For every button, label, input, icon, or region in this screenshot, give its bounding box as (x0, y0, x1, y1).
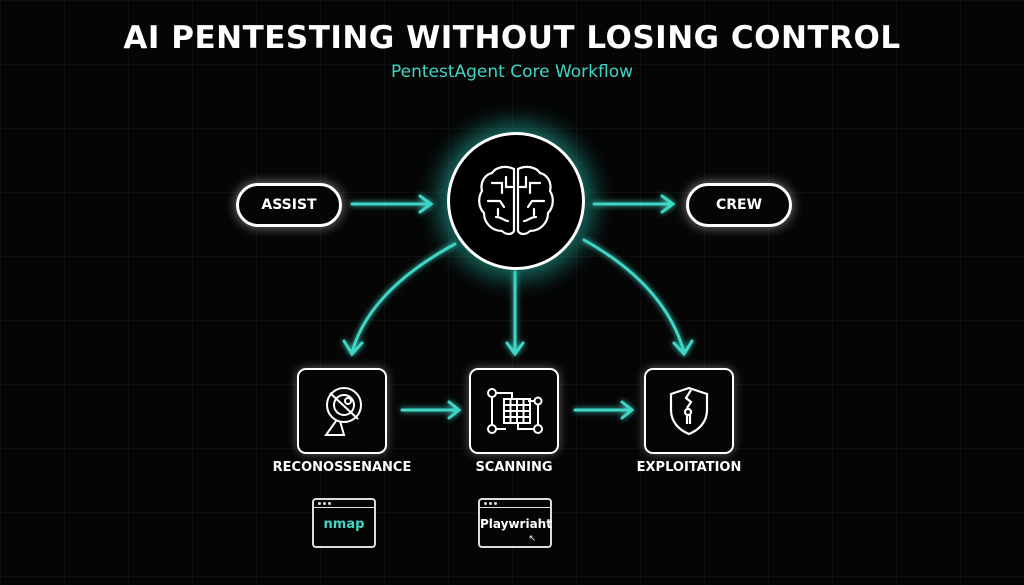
arrow-core-to-scanning (505, 270, 525, 357)
assist-mode-button: ASSIST (236, 183, 342, 227)
arrow-core-to-exploitation (582, 238, 694, 357)
playwright-tool-window: Playwriaht ↖ (478, 498, 552, 548)
crew-mode-button: CREW (686, 183, 792, 227)
assist-label: ASSIST (261, 197, 317, 213)
broken-shield-icon (669, 386, 709, 436)
nmap-label: nmap (323, 517, 365, 532)
reconnaissance-stage (297, 368, 387, 454)
exploitation-label: EXPLOITATION (636, 460, 742, 475)
arrow-assist-to-core (350, 194, 434, 214)
exploitation-stage (644, 368, 734, 454)
scanning-stage (469, 368, 559, 454)
page-title: AI PENTESTING WITHOUT LOSING CONTROL (123, 20, 901, 56)
brain-icon (478, 165, 554, 236)
scanning-label: SCANNING (475, 460, 553, 475)
playwright-label: Playwriaht (480, 517, 552, 531)
arrow-core-to-recon (342, 242, 457, 357)
arrow-core-to-crew (592, 194, 676, 214)
network-grid-icon (487, 388, 543, 434)
cursor-icon: ↖ (528, 534, 536, 544)
page-subtitle: PentestAgent Core Workflow (390, 62, 634, 82)
core-agent-node (447, 132, 585, 270)
nmap-tool-window: nmap (312, 498, 376, 548)
arrow-scanning-to-exploitation (573, 400, 635, 420)
crew-label: CREW (715, 197, 763, 213)
satellite-dish-icon (324, 387, 362, 436)
arrow-recon-to-scanning (400, 400, 462, 420)
reconnaissance-label: RECONOSSENANCE (272, 460, 412, 475)
